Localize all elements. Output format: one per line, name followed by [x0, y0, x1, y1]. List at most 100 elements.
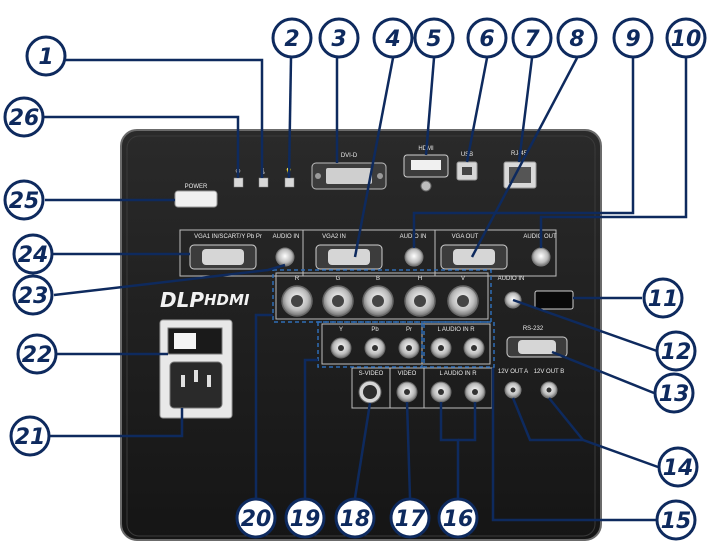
bnc-h-jack-center — [414, 295, 426, 307]
callout-23: 23 — [12, 274, 54, 316]
callout-13: 13 — [653, 372, 695, 414]
callout-26: 26 — [3, 96, 45, 138]
rs232-label: RS-232 — [523, 326, 544, 332]
callout-number: 23 — [18, 284, 49, 309]
bnc-g-label: G — [336, 276, 341, 282]
comp-pr-jack-center — [406, 345, 412, 351]
callout-16: 16 — [437, 497, 479, 539]
callout-circle — [334, 497, 376, 539]
video-label: VIDEO — [398, 371, 417, 377]
leader-4 — [353, 57, 395, 258]
leader-26 — [44, 115, 240, 178]
ac-inlet — [169, 361, 223, 409]
usb-label: USB — [461, 152, 473, 158]
audio-in-1-jack — [275, 247, 295, 267]
comp-pb-label: Pb — [371, 327, 379, 333]
vga2-in-label: VGA2 IN — [322, 234, 346, 240]
main-switch-rocker — [174, 333, 196, 349]
callout-circle — [413, 17, 455, 59]
callout-number: 15 — [661, 509, 692, 534]
callout-circle — [271, 17, 313, 59]
vga1-in-label: VGA1 IN/SCART/Y Pb Pr — [194, 234, 262, 240]
out-b-label: 12V OUT B — [534, 369, 565, 375]
callout-circle — [657, 446, 699, 488]
leader-14 — [511, 397, 659, 469]
dashed-group-outlines — [272, 269, 495, 368]
bnc-b-jack-center — [372, 295, 384, 307]
callout-number: 1 — [38, 45, 53, 70]
callout-4: 4 — [372, 17, 414, 59]
audio-r-2-jack-center — [472, 389, 478, 395]
led-temp — [258, 177, 269, 188]
bnc-v-jack-center — [457, 295, 469, 307]
callout-number: 21 — [15, 425, 46, 450]
leader-10 — [539, 58, 688, 248]
callout-6: 6 — [466, 17, 508, 59]
callout-9: 9 — [612, 17, 654, 59]
comp-pb-jack-center — [372, 345, 378, 351]
component-row-frame — [321, 323, 491, 365]
blank-cap — [534, 290, 574, 310]
leader-9 — [412, 58, 635, 248]
callout-1: 1 — [25, 35, 67, 77]
callout-circle — [642, 277, 684, 319]
callout-number: 8 — [569, 27, 584, 52]
out-b-jack-center — [546, 387, 552, 393]
led-power — [233, 177, 244, 188]
dashed-component-group — [317, 321, 423, 368]
callout-number: 22 — [22, 343, 53, 368]
bnc-b-label: B — [376, 276, 380, 282]
callout-number: 5 — [426, 27, 441, 52]
out-a-jack-center — [510, 387, 516, 393]
callout-circle — [12, 274, 54, 316]
leader-21 — [50, 408, 184, 438]
callout-circle — [437, 497, 479, 539]
callout-circle — [511, 17, 553, 59]
vga-out-socket — [453, 249, 495, 265]
bnc-r-jack-center — [291, 295, 303, 307]
callout-25: 25 — [3, 179, 45, 221]
callout-20: 20 — [235, 497, 277, 539]
callout-number: 20 — [241, 507, 272, 532]
dvid-screw-left — [315, 173, 321, 179]
callout-circle — [389, 497, 431, 539]
leader-14b — [548, 397, 584, 441]
vga-row: VGA1 IN/SCART/Y Pb Pr AUDIO IN VGA2 IN A… — [179, 229, 557, 277]
callout-circle — [612, 17, 654, 59]
usb-socket-inner — [462, 167, 472, 175]
vga-out-label: VGA OUT — [452, 234, 479, 240]
leader-13 — [551, 350, 655, 395]
callout-24: 24 — [12, 233, 54, 275]
audio-lr-2-label: L AUDIO IN R — [439, 371, 477, 377]
callout-circle — [653, 372, 695, 414]
callout-14: 14 — [657, 446, 699, 488]
callout-17: 17 — [389, 497, 431, 539]
leader-2 — [287, 57, 293, 179]
callout-11: 11 — [642, 277, 684, 319]
leader-20 — [254, 313, 273, 498]
callout-number: 17 — [395, 507, 426, 532]
dashed-audio-group — [423, 321, 495, 368]
usb-port: USB — [456, 152, 478, 181]
callout-circle — [3, 96, 45, 138]
comp-y-label: Y — [339, 327, 343, 333]
callout-number: 10 — [671, 27, 702, 52]
hdmi-logo: HDMI — [204, 291, 250, 309]
led-lamp — [284, 177, 295, 188]
comp-pr-label: Pr — [406, 327, 412, 333]
callout-number: 14 — [663, 456, 694, 481]
callout-number: 26 — [9, 106, 40, 131]
vga1-socket — [202, 249, 244, 265]
dvid-screw-right — [377, 173, 383, 179]
audio-l-2-jack-center — [438, 389, 444, 395]
rear-panel — [120, 129, 602, 541]
callout-22: 22 — [16, 333, 58, 375]
callout-circle — [9, 415, 51, 457]
ac-inlet-pin-right — [207, 375, 211, 387]
callout-circle — [655, 499, 697, 541]
audio-in-3-label: AUDIO IN — [498, 276, 525, 282]
ac-inlet-pin-center — [194, 370, 198, 382]
leader-23 — [53, 263, 286, 297]
callout-circle — [3, 179, 45, 221]
